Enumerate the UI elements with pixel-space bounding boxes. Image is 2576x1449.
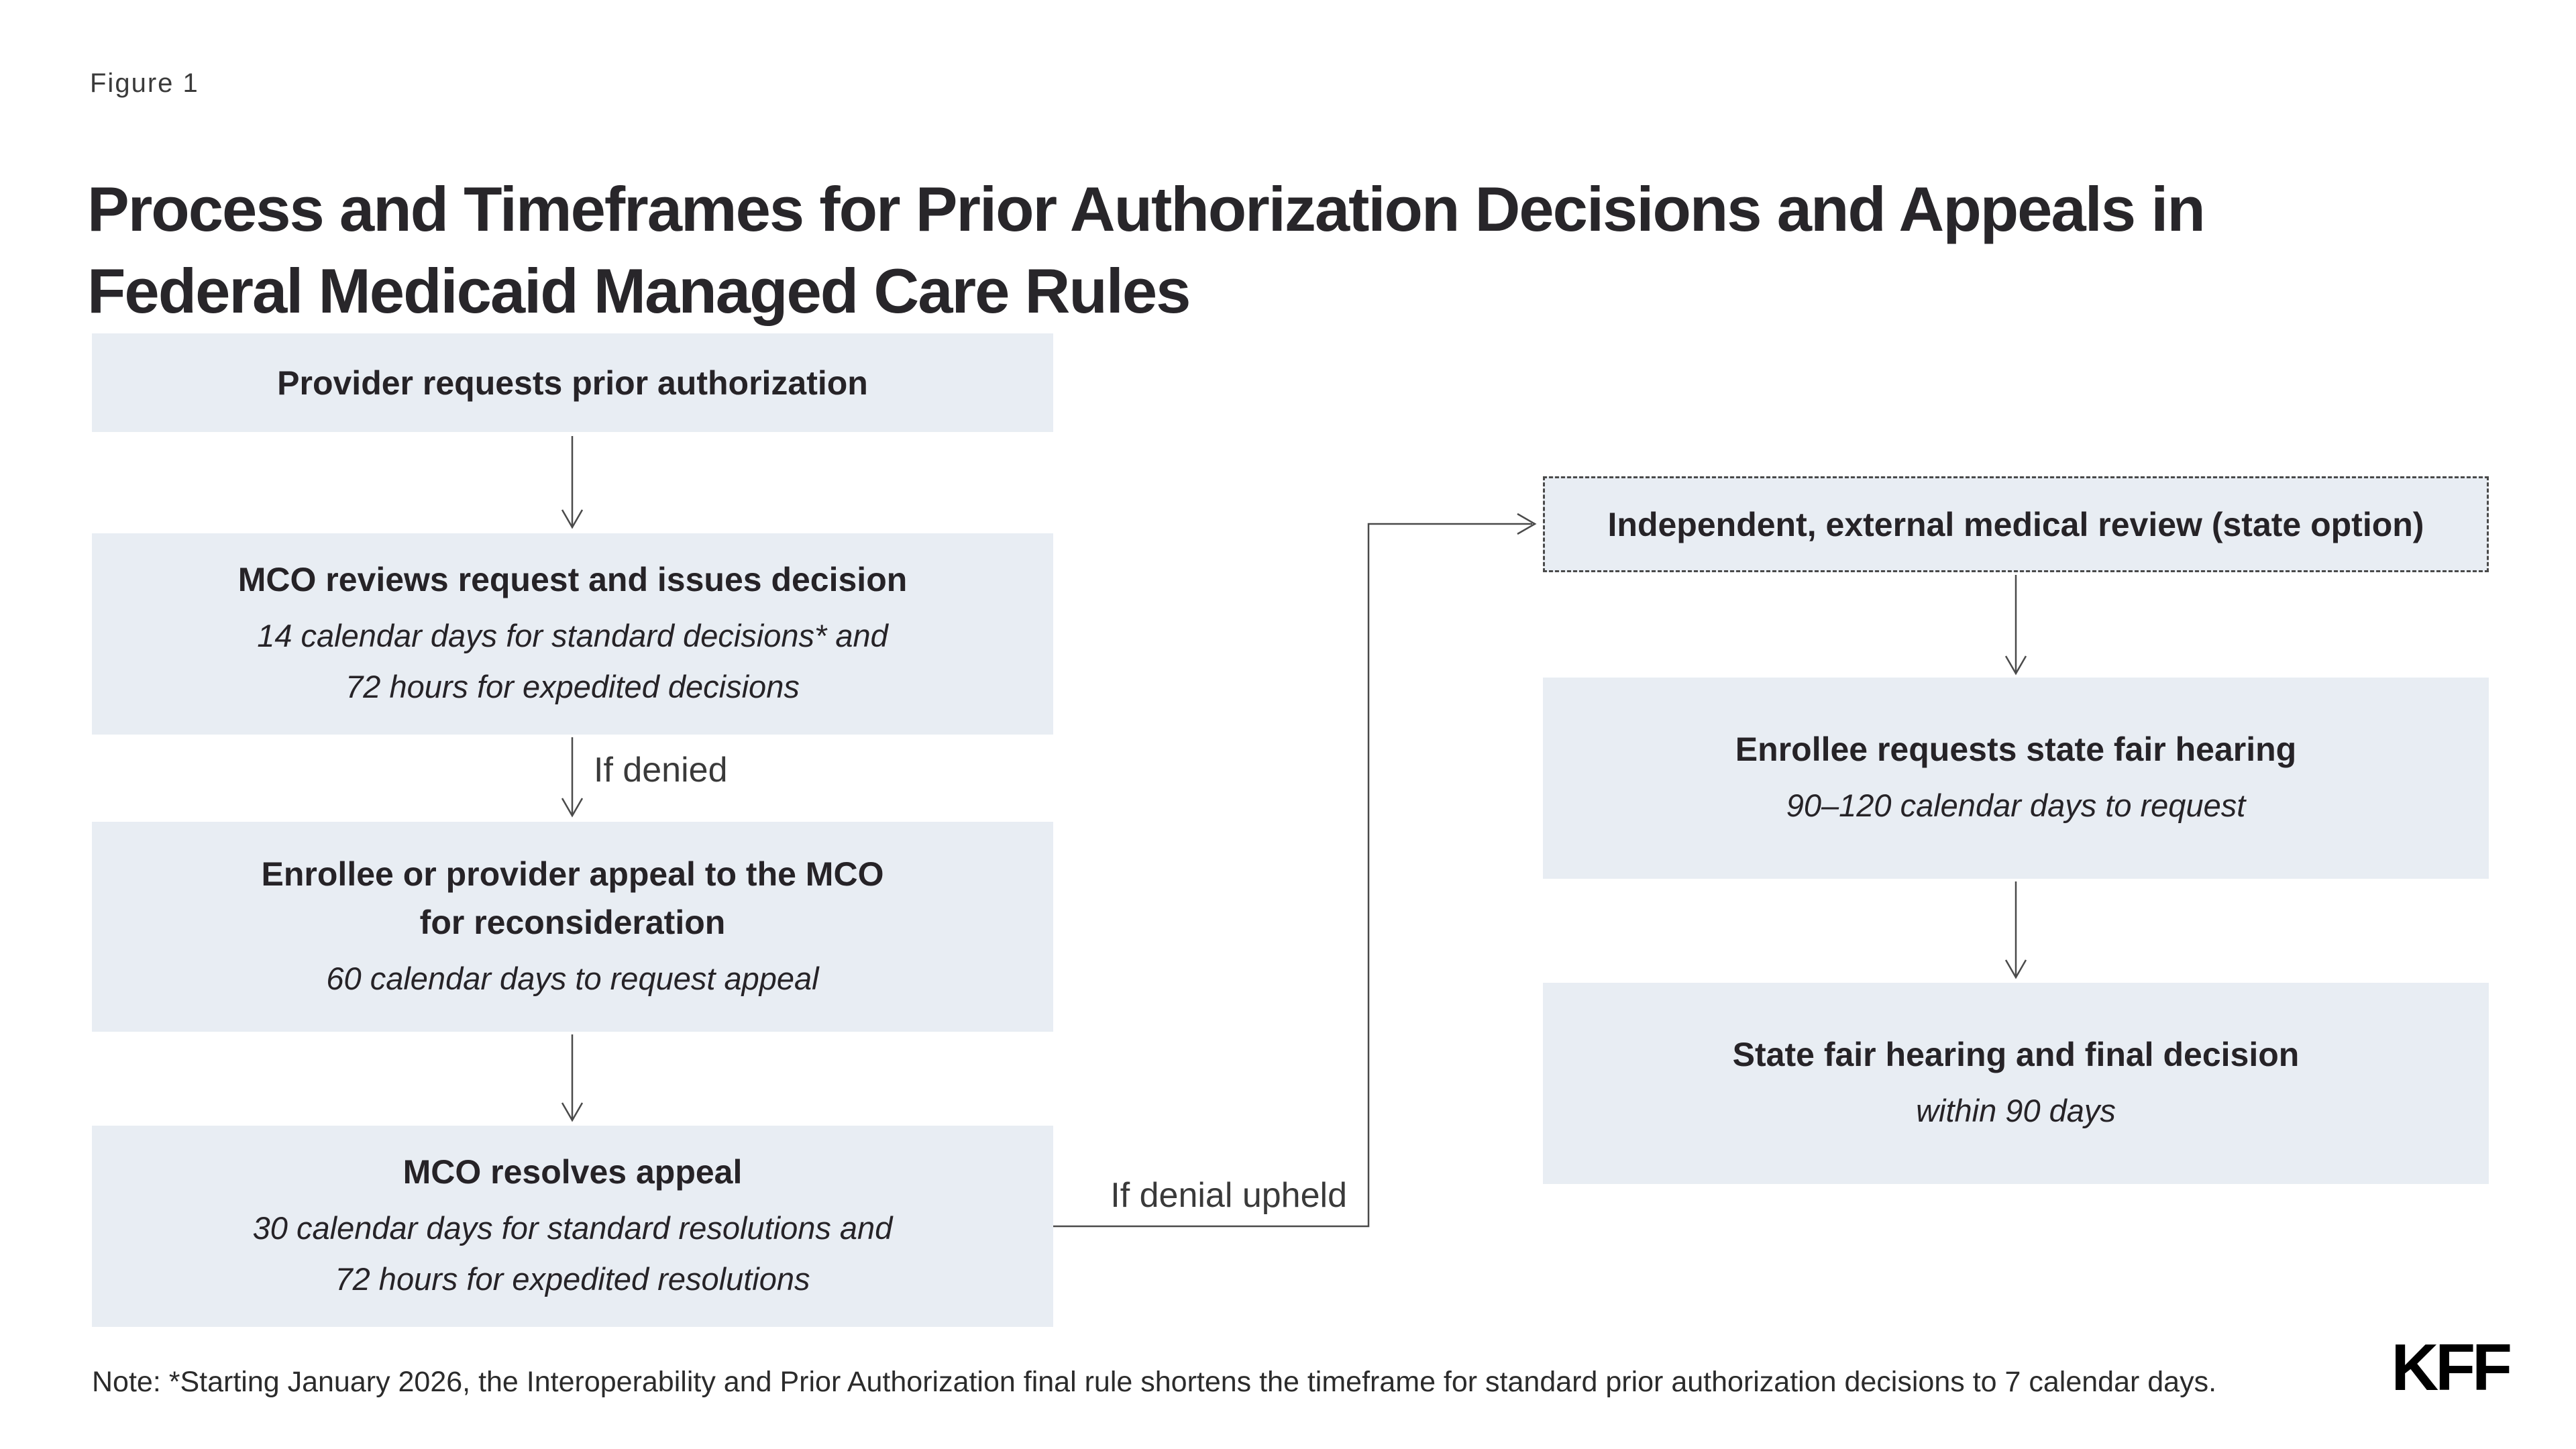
step-appeal-to-mco: Enrollee or provider appeal to the MCO f… [92,822,1053,1032]
edge-label-if-denial-upheld: If denial upheld [1110,1176,1347,1215]
arrow-request-to-fair-hearing [2004,881,2027,979]
step-heading: State fair hearing and final decision [1732,1036,2300,1073]
kff-logo: KFF [2391,1330,2513,1404]
timeframe-line: 72 hours for expedited decisions [345,669,800,704]
page-title-line-1: Process and Timeframes for Prior Authori… [87,173,2206,244]
step-state-fair-hearing-decision: State fair hearing and final decision wi… [1543,983,2489,1184]
step-heading: Enrollee or provider appeal to the MCO f… [262,850,884,947]
step-heading: MCO reviews request and issues decision [237,561,908,598]
connector-if-denial-upheld [1053,513,1537,1228]
page-title-line-2: Federal Medicaid Managed Care Rules [87,255,1191,326]
step-timeframe: 30 calendar days for standard resolution… [253,1203,893,1305]
arrow-review-to-fair-hearing-request [2004,575,2027,676]
step-timeframe: 90–120 calendar days to request [1786,780,2246,831]
footnote: Note: *Starting January 2026, the Intero… [92,1366,2217,1398]
step-independent-external-review: Independent, external medical review (st… [1543,476,2489,572]
page-title: Process and Timeframes for Prior Authori… [87,168,2542,332]
timeframe-line: 90–120 calendar days to request [1786,788,2246,823]
arrow-if-denied [561,737,584,818]
step-heading-line: for reconsideration [419,903,726,941]
edge-label-if-denied: If denied [594,751,728,790]
step-enrollee-requests-fair-hearing: Enrollee requests state fair hearing 90–… [1543,678,2489,879]
step-heading: Enrollee requests state fair hearing [1735,731,2297,768]
timeframe-line: within 90 days [1916,1093,2116,1128]
timeframe-line: 60 calendar days to request appeal [326,960,819,996]
timeframe-line: 30 calendar days for standard resolution… [252,1210,893,1246]
step-heading: Independent, external medical review (st… [1607,505,2424,543]
figure-label: Figure 1 [90,68,199,98]
step-heading-line: Enrollee or provider appeal to the MCO [261,855,884,893]
timeframe-line: 72 hours for expedited resolutions [335,1261,810,1297]
step-timeframe: 14 calendar days for standard decisions*… [257,610,888,712]
step-heading: Provider requests prior authorization [277,364,868,402]
step-provider-requests-authorization: Provider requests prior authorization [92,333,1053,432]
step-mco-reviews-request: MCO reviews request and issues decision … [92,533,1053,735]
step-heading: MCO resolves appeal [402,1153,743,1191]
timeframe-line: 14 calendar days for standard decisions*… [257,618,888,653]
arrow-appeal-to-resolution [561,1034,584,1122]
step-mco-resolves-appeal: MCO resolves appeal 30 calendar days for… [92,1126,1053,1327]
arrow-provider-to-mco-review [561,436,584,529]
step-timeframe: 60 calendar days to request appeal [326,953,818,1004]
step-timeframe: within 90 days [1916,1085,2116,1136]
